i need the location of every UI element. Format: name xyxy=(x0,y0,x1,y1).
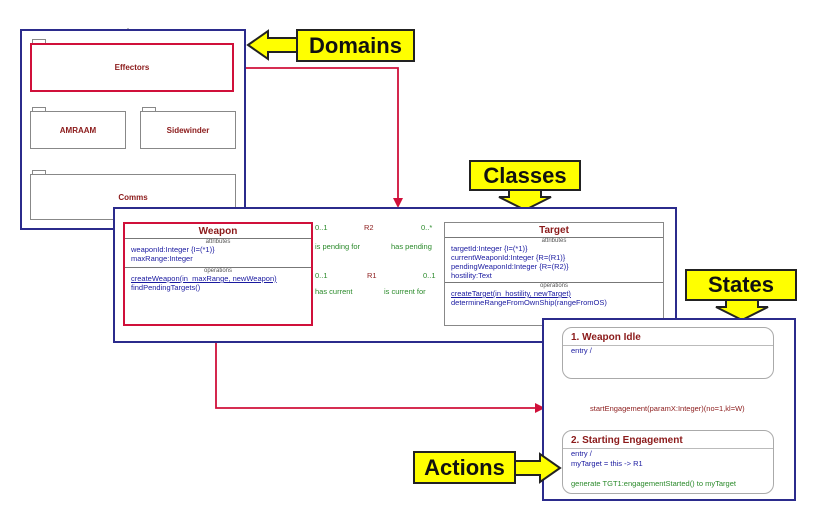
domain-effectors-label: Effectors xyxy=(114,63,150,72)
state-weapon-idle-title: 1. Weapon Idle xyxy=(571,332,641,343)
weapon-operations-label: operations xyxy=(125,267,311,274)
r2-name: R2 xyxy=(364,223,374,232)
domain-effectors[interactable]: Effectors xyxy=(30,43,234,92)
target-attribute: hostility:Text xyxy=(451,271,492,280)
domain-amraam[interactable]: AMRAAM xyxy=(30,111,126,149)
target-attribute: pendingWeaponId:Integer {R=(R2)} xyxy=(451,262,569,271)
r2-right-phrase: has pending xyxy=(391,242,432,251)
target-operations-label: operations xyxy=(445,282,663,289)
domains-callout-label: Domains xyxy=(309,32,402,58)
domain-amraam-label: AMRAAM xyxy=(59,125,97,135)
classes-callout-label: Classes xyxy=(483,162,567,188)
weapon-operation: findPendingTargets() xyxy=(131,283,201,292)
target-attribute: targetId:Integer {I=(*1)} xyxy=(451,244,528,253)
state-entry-line: myTarget = this -> R1 xyxy=(571,459,643,468)
states-callout-label: States xyxy=(707,272,775,297)
r2-right-mult: 0..* xyxy=(421,223,433,232)
r1-left-phrase: has current xyxy=(315,287,353,296)
domain-to-class-connector xyxy=(231,65,403,208)
actions-callout-label: Actions xyxy=(424,454,505,480)
classes-callout-arrow xyxy=(498,189,552,211)
state-starting-engagement[interactable]: 2. Starting Engagement entry / myTarget … xyxy=(562,430,774,494)
actions-callout: Actions xyxy=(413,451,516,484)
effectors-tab xyxy=(32,39,46,44)
r1-right-phrase: is current for xyxy=(384,287,426,296)
target-operation: createTarget(in_hostility, newTarget) xyxy=(451,289,571,298)
amraam-tab xyxy=(32,107,46,112)
r2-left-phrase: is pending for xyxy=(315,242,361,251)
weapon-class-name: Weapon xyxy=(198,226,238,237)
r1-right-mult: 0..1 xyxy=(423,271,436,280)
state-starting-engagement-title: 2. Starting Engagement xyxy=(571,435,683,446)
state-weapon-idle[interactable]: 1. Weapon Idle entry / xyxy=(562,327,774,379)
target-class-name: Target xyxy=(539,225,569,236)
domain-sidewinder[interactable]: Sidewinder xyxy=(140,111,236,149)
weapon-attribute: maxRange:Integer xyxy=(131,254,193,263)
target-attributes-label: attributes xyxy=(445,237,663,244)
state-entry-line: entry / xyxy=(571,449,592,458)
domains-panel: Effectors AMRAAM Sidewinder Comms xyxy=(20,29,246,230)
weapon-class[interactable]: Weapon attributes weaponId:Integer {I=(*… xyxy=(123,222,313,326)
r1-left-mult: 0..1 xyxy=(315,271,328,280)
weapon-operation: createWeapon(in_maxRange, newWeapon) xyxy=(131,274,277,283)
weapon-attributes-label: attributes xyxy=(125,238,311,245)
states-panel: 1. Weapon Idle entry / startEngagement(p… xyxy=(542,318,796,501)
sidewinder-tab xyxy=(142,107,156,112)
domain-sidewinder-label: Sidewinder xyxy=(166,125,210,135)
state-weapon-idle-entry: entry / xyxy=(571,346,592,355)
target-attribute: currentWeaponId:Integer {R=(R1)} xyxy=(451,253,566,262)
weapon-attribute: weaponId:Integer {I=(*1)} xyxy=(131,245,215,254)
classes-callout: Classes xyxy=(469,160,581,191)
target-class[interactable]: Target attributes targetId:Integer {I=(*… xyxy=(444,222,664,326)
comms-tab xyxy=(32,170,46,175)
target-operation: determineRangeFromOwnShip(rangeFromOS) xyxy=(451,298,607,307)
transition-label: startEngagement(paramX:Integer)(no=1,kl=… xyxy=(590,404,745,413)
states-callout-arrow xyxy=(715,299,769,321)
r1-name: R1 xyxy=(367,271,377,280)
states-callout: States xyxy=(685,269,797,301)
actions-callout-arrow xyxy=(514,452,562,484)
domains-callout: Domains xyxy=(296,29,415,62)
state-action-line: generate TGT1:engagementStarted() to myT… xyxy=(571,479,736,488)
domain-comms-label: Comms xyxy=(118,192,148,202)
r2-left-mult: 0..1 xyxy=(315,223,328,232)
